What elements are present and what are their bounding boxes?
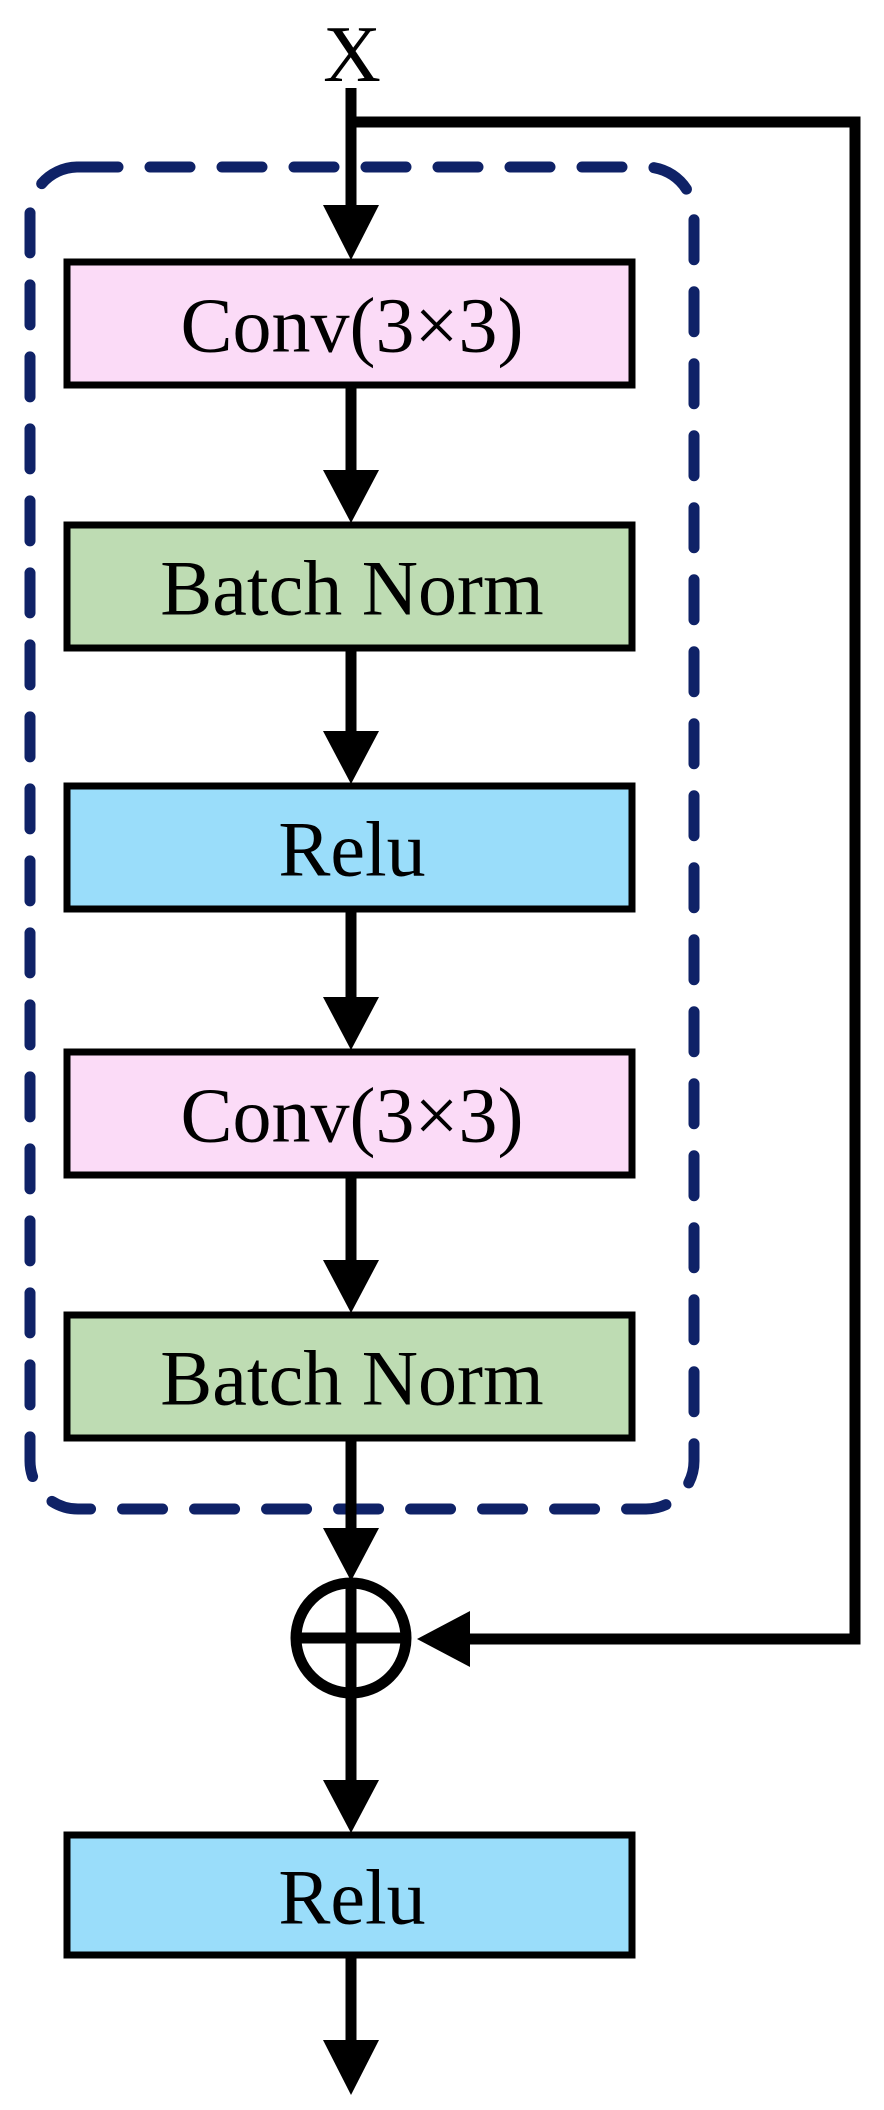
dashed-block-border xyxy=(24,161,700,1515)
node-batch-norm2: Batch Norm xyxy=(63,1311,636,1442)
relu2-box xyxy=(63,1831,636,1959)
conv2-box xyxy=(63,1048,636,1179)
arrowhead-output xyxy=(323,2040,379,2095)
conv1-label: Conv(3×3) xyxy=(181,282,524,369)
conv1-box xyxy=(63,258,636,389)
relu1-label: Relu xyxy=(278,806,425,893)
arrowhead-into-relu1 xyxy=(323,731,379,784)
batch-norm2-box xyxy=(63,1311,636,1442)
arrowhead-skip-into-adder xyxy=(417,1611,470,1667)
node-relu1: Relu xyxy=(63,782,636,913)
arrowhead-into-adder xyxy=(323,1528,379,1581)
relu2-label: Relu xyxy=(278,1854,425,1941)
node-conv2: Conv(3×3) xyxy=(63,1048,636,1179)
circle-plus-icon xyxy=(290,1577,412,1699)
input-label: X xyxy=(323,11,381,99)
node-relu2: Relu xyxy=(63,1831,636,1959)
arrowhead-into-bn1 xyxy=(323,470,379,523)
relu1-box xyxy=(63,782,636,913)
skip-connection-line xyxy=(351,116,861,1645)
arrowhead-into-bn2 xyxy=(323,1260,379,1313)
batch-norm1-box xyxy=(63,521,636,652)
arrowhead-into-conv2 xyxy=(323,997,379,1050)
node-batch-norm1: Batch Norm xyxy=(63,521,636,652)
arrowhead-into-relu2 xyxy=(323,1780,379,1833)
batch-norm1-label: Batch Norm xyxy=(160,545,543,632)
node-conv1: Conv(3×3) xyxy=(63,258,636,389)
conv2-label: Conv(3×3) xyxy=(181,1072,524,1159)
arrowhead-into-conv1 xyxy=(323,205,379,260)
batch-norm2-label: Batch Norm xyxy=(160,1335,543,1422)
